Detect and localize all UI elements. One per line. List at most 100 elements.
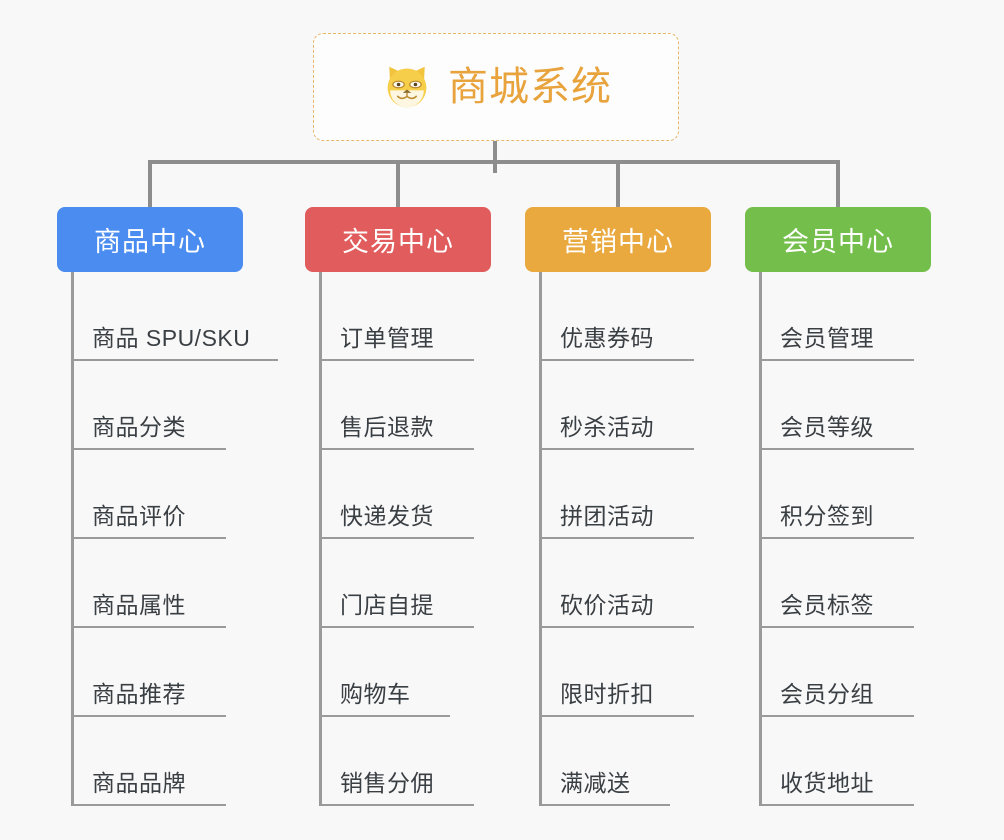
leaf-item-underline [71,715,226,717]
leaf-item-label: 商品评价 [92,502,186,529]
leaf-item[interactable]: 满减送 [525,717,711,806]
leaf-item-underline [539,448,694,450]
leaf-item-label: 商品 SPU/SKU [92,324,251,351]
root-connector-bus [148,160,840,164]
leaf-item-label: 商品分类 [92,413,186,440]
leaf-item-label: 满减送 [560,769,631,796]
leaf-item[interactable]: 售后退款 [305,361,491,450]
leaf-item[interactable]: 拼团活动 [525,450,711,539]
leaf-item[interactable]: 商品品牌 [57,717,243,806]
category-box[interactable]: 商品中心 [57,207,243,272]
leaf-item-underline [71,537,226,539]
leaf-item[interactable]: 积分签到 [745,450,931,539]
leaf-list: 会员管理会员等级积分签到会员标签会员分组收货地址 [745,272,931,806]
root-connector-vertical [493,141,497,173]
leaf-item[interactable]: 商品评价 [57,450,243,539]
leaf-item[interactable]: 订单管理 [305,272,491,361]
leaf-item-underline [759,715,914,717]
leaf-item[interactable]: 秒杀活动 [525,361,711,450]
leaf-item-label: 收货地址 [780,769,874,796]
leaf-item-label: 购物车 [340,680,411,707]
leaf-item[interactable]: 会员管理 [745,272,931,361]
leaf-item-underline [71,626,226,628]
leaf-connector-stem [319,272,322,806]
leaf-item[interactable]: 商品 SPU/SKU [57,272,278,361]
category-title: 会员中心 [782,227,894,257]
category-title: 营销中心 [562,227,674,257]
leaf-item-label: 砍价活动 [560,591,654,618]
leaf-connector-stem [71,272,74,806]
leaf-item-label: 销售分佣 [340,769,434,796]
leaf-item[interactable]: 商品属性 [57,539,243,628]
leaf-item[interactable]: 会员标签 [745,539,931,628]
leaf-item-label: 快递发货 [340,502,434,529]
leaf-item-underline [539,359,694,361]
dog-face-icon [380,60,434,114]
category-connector-drop [148,160,152,207]
leaf-item-underline [71,359,278,361]
category-connector-drop [836,160,840,207]
leaf-item[interactable]: 收货地址 [745,717,931,806]
leaf-item-label: 积分签到 [780,502,874,529]
category-column: 交易中心订单管理售后退款快递发货门店自提购物车销售分佣 [305,160,491,806]
leaf-item-underline [319,359,474,361]
category-box[interactable]: 营销中心 [525,207,711,272]
leaf-item-underline [759,804,914,806]
leaf-item-label: 门店自提 [340,591,434,618]
leaf-item-label: 优惠券码 [560,324,654,351]
leaf-item-underline [759,537,914,539]
leaf-item-underline [759,448,914,450]
category-connector-drop [616,160,620,207]
leaf-item[interactable]: 商品分类 [57,361,243,450]
leaf-item-underline [539,715,694,717]
leaf-connector-stem [539,272,542,806]
root-title: 商城系统 [448,65,612,109]
category-column: 商品中心商品 SPU/SKU 商品分类商品评价商品属性商品推荐商品品牌 [57,160,278,806]
leaf-item[interactable]: 优惠券码 [525,272,711,361]
category-box[interactable]: 会员中心 [745,207,931,272]
category-box[interactable]: 交易中心 [305,207,491,272]
leaf-item-underline [319,537,474,539]
leaf-item-label: 订单管理 [340,324,434,351]
leaf-item-label: 会员标签 [780,591,874,618]
leaf-item[interactable]: 商品推荐 [57,628,243,717]
leaf-item[interactable]: 会员分组 [745,628,931,717]
leaf-item-label: 商品品牌 [92,769,186,796]
category-column: 营销中心优惠券码秒杀活动拼团活动砍价活动限时折扣满减送 [525,160,711,806]
leaf-list: 订单管理售后退款快递发货门店自提购物车销售分佣 [305,272,491,806]
leaf-item[interactable]: 购物车 [305,628,491,717]
leaf-item-label: 会员等级 [780,413,874,440]
leaf-item-label: 会员管理 [780,324,874,351]
leaf-item[interactable]: 限时折扣 [525,628,711,717]
leaf-list: 优惠券码秒杀活动拼团活动砍价活动限时折扣满减送 [525,272,711,806]
leaf-item-underline [319,804,474,806]
leaf-item-underline [319,715,450,717]
leaf-item-underline [759,359,914,361]
leaf-item-label: 会员分组 [780,680,874,707]
leaf-item[interactable]: 快递发货 [305,450,491,539]
leaf-item-label: 商品属性 [92,591,186,618]
leaf-item-underline [319,448,474,450]
leaf-list: 商品 SPU/SKU 商品分类商品评价商品属性商品推荐商品品牌 [57,272,278,806]
leaf-item-underline [539,804,670,806]
leaf-item[interactable]: 门店自提 [305,539,491,628]
leaf-item[interactable]: 砍价活动 [525,539,711,628]
leaf-item[interactable]: 会员等级 [745,361,931,450]
leaf-item-label: 秒杀活动 [560,413,654,440]
leaf-item-underline [71,804,226,806]
category-title: 交易中心 [342,227,454,257]
category-title: 商品中心 [94,227,206,257]
leaf-item-underline [71,448,226,450]
leaf-item-label: 拼团活动 [560,502,654,529]
leaf-item[interactable]: 销售分佣 [305,717,491,806]
leaf-item-label: 限时折扣 [560,680,654,707]
leaf-item-underline [759,626,914,628]
leaf-connector-stem [759,272,762,806]
root-node[interactable]: 商城系统 [313,33,679,141]
category-column: 会员中心会员管理会员等级积分签到会员标签会员分组收货地址 [745,160,931,806]
leaf-item-label: 商品推荐 [92,680,186,707]
leaf-item-label: 售后退款 [340,413,434,440]
leaf-item-underline [539,626,694,628]
category-connector-drop [396,160,400,207]
